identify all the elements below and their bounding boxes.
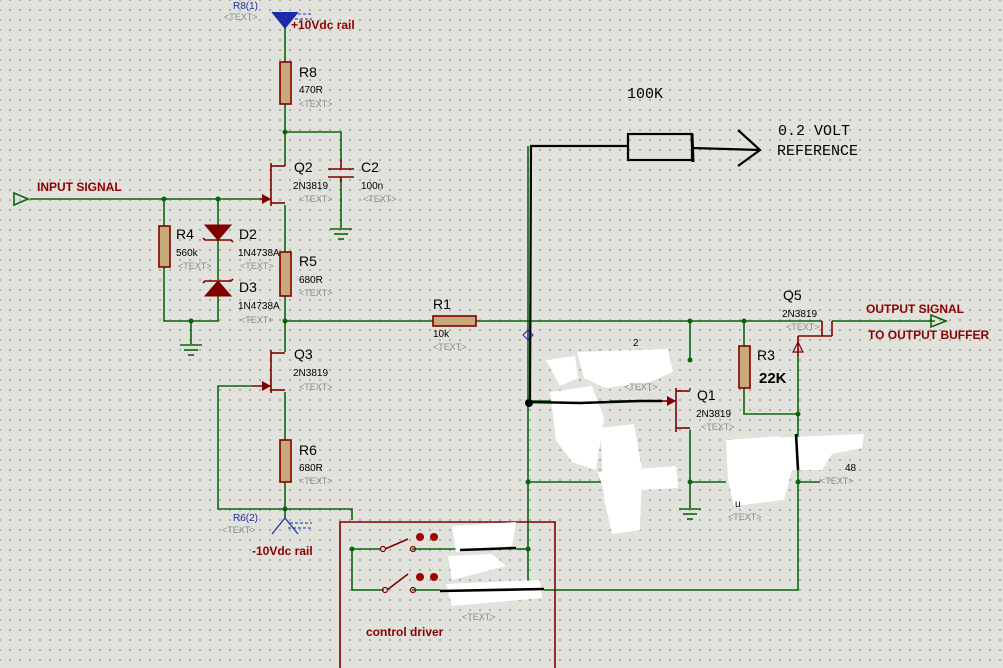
r1-resistor[interactable] — [432, 315, 477, 327]
q2-ref: Q2 — [294, 159, 313, 175]
r3-resistor[interactable] — [738, 345, 751, 389]
r6-ref: R6 — [299, 442, 317, 458]
top-rail-placeholder: <TEXT> — [224, 12, 258, 22]
bottom-rail-placeholder: <TEXT> — [222, 525, 256, 535]
partial-label-b: 48 — [845, 463, 857, 474]
input-ground-icon — [180, 344, 202, 356]
probe-marker-icon[interactable] — [522, 328, 534, 342]
r5-value: 680R — [299, 275, 323, 286]
q2-placeholder: <TEXT> — [299, 194, 333, 204]
c2-ref: C2 — [361, 159, 379, 175]
bottom-rail-label: -10Vdc rail — [252, 544, 313, 558]
q3-value: 2N3819 — [293, 368, 328, 379]
q5-placeholder: <TEXT> — [786, 322, 820, 332]
output-terminal[interactable] — [930, 313, 949, 329]
input-terminal[interactable] — [13, 191, 31, 207]
q3-placeholder: <TEXT> — [299, 382, 333, 392]
hand-drawn-junction — [525, 399, 533, 407]
output-signal-label: OUTPUT SIGNAL — [866, 302, 964, 316]
partial-label-c: u — [735, 499, 741, 510]
partial-placeholder-c: <TEXT> — [728, 512, 762, 522]
r6-value: 680R — [299, 463, 323, 474]
d2-value: 1N4738A — [238, 248, 280, 259]
junctions — [161, 129, 801, 552]
r8-ref: R8 — [299, 64, 317, 80]
r1-value: 10k — [433, 329, 450, 340]
q5-ref: Q5 — [783, 287, 802, 303]
top-power-terminal[interactable] — [271, 11, 312, 29]
q1-transistor[interactable] — [660, 388, 690, 432]
r8-placeholder: <TEXT> — [299, 99, 333, 109]
handwritten-100k: 100K — [627, 86, 663, 103]
r6-placeholder: <TEXT> — [299, 476, 333, 486]
r5-resistor[interactable] — [279, 251, 292, 297]
output-buffer-label: TO OUTPUT BUFFER — [868, 328, 989, 342]
q3-ref: Q3 — [294, 346, 313, 362]
bottom-power-terminal[interactable] — [271, 517, 312, 535]
r4-ref: R4 — [176, 226, 194, 242]
q1-ground-icon — [679, 508, 701, 520]
r8-resistor[interactable] — [279, 61, 292, 105]
c2-ground-icon — [330, 228, 352, 240]
hand-drawn-wiring — [439, 129, 800, 593]
r1-placeholder: <TEXT> — [433, 342, 467, 352]
top-rail-label: +10Vdc rail — [291, 18, 355, 32]
q2-transistor[interactable] — [260, 163, 286, 206]
control-driver-box[interactable] — [339, 521, 556, 668]
input-signal-label: INPUT SIGNAL — [37, 180, 122, 194]
q2-value: 2N3819 — [293, 181, 328, 192]
r8-value: 470R — [299, 85, 323, 96]
whiteout-marks — [446, 349, 864, 606]
d2-placeholder: <TEXT> — [240, 261, 274, 271]
d3-ref: D3 — [239, 279, 257, 295]
q1-placeholder: <TEXT> — [701, 422, 735, 432]
control-driver-label: control driver — [366, 625, 444, 639]
r5-placeholder: <TEXT> — [299, 288, 333, 298]
c2-capacitor[interactable] — [328, 160, 354, 182]
r3-handwritten-value: 22K — [759, 370, 787, 387]
d2-ref: D2 — [239, 226, 257, 242]
q1-value: 2N3819 — [696, 409, 731, 420]
r3-ref: R3 — [757, 347, 775, 363]
top-rail-ref: R8(1) — [233, 1, 258, 12]
partial-placeholder-d: <TEXT> — [462, 612, 496, 622]
r6-resistor[interactable] — [279, 439, 292, 483]
r5-ref: R5 — [299, 253, 317, 269]
partial-label-a: 2 — [633, 338, 639, 349]
relay-switch-upper[interactable] — [379, 533, 439, 553]
r1-ref: R1 — [433, 296, 451, 312]
d2-zener-diode[interactable] — [202, 224, 234, 243]
hand-drawn-100k-resistor[interactable] — [626, 132, 695, 163]
r4-resistor[interactable] — [158, 225, 171, 268]
q1-ref: Q1 — [697, 387, 716, 403]
q5-value: 2N3819 — [782, 309, 817, 320]
c2-value: 100n — [361, 181, 383, 192]
d3-value: 1N4738A — [238, 301, 280, 312]
wires — [30, 28, 935, 591]
handwritten-reference-line1: 0.2 VOLT — [778, 123, 850, 140]
q5-transistor[interactable] — [792, 321, 833, 356]
handwritten-reference-line2: REFERENCE — [777, 143, 858, 160]
d3-zener-diode[interactable] — [202, 278, 234, 297]
partial-placeholder-b: <TEXT> — [820, 476, 854, 486]
bottom-rail-ref: R6(2) — [233, 513, 258, 524]
c2-placeholder: <TEXT> — [363, 194, 397, 204]
relay-switch-lower[interactable] — [381, 573, 439, 594]
r4-placeholder: <TEXT> — [178, 261, 212, 271]
partial-placeholder-a: <TEXT> — [624, 382, 658, 392]
d3-placeholder: <TEXT> — [240, 315, 274, 325]
q3-transistor[interactable] — [252, 350, 285, 393]
r4-value: 560k — [176, 248, 199, 259]
